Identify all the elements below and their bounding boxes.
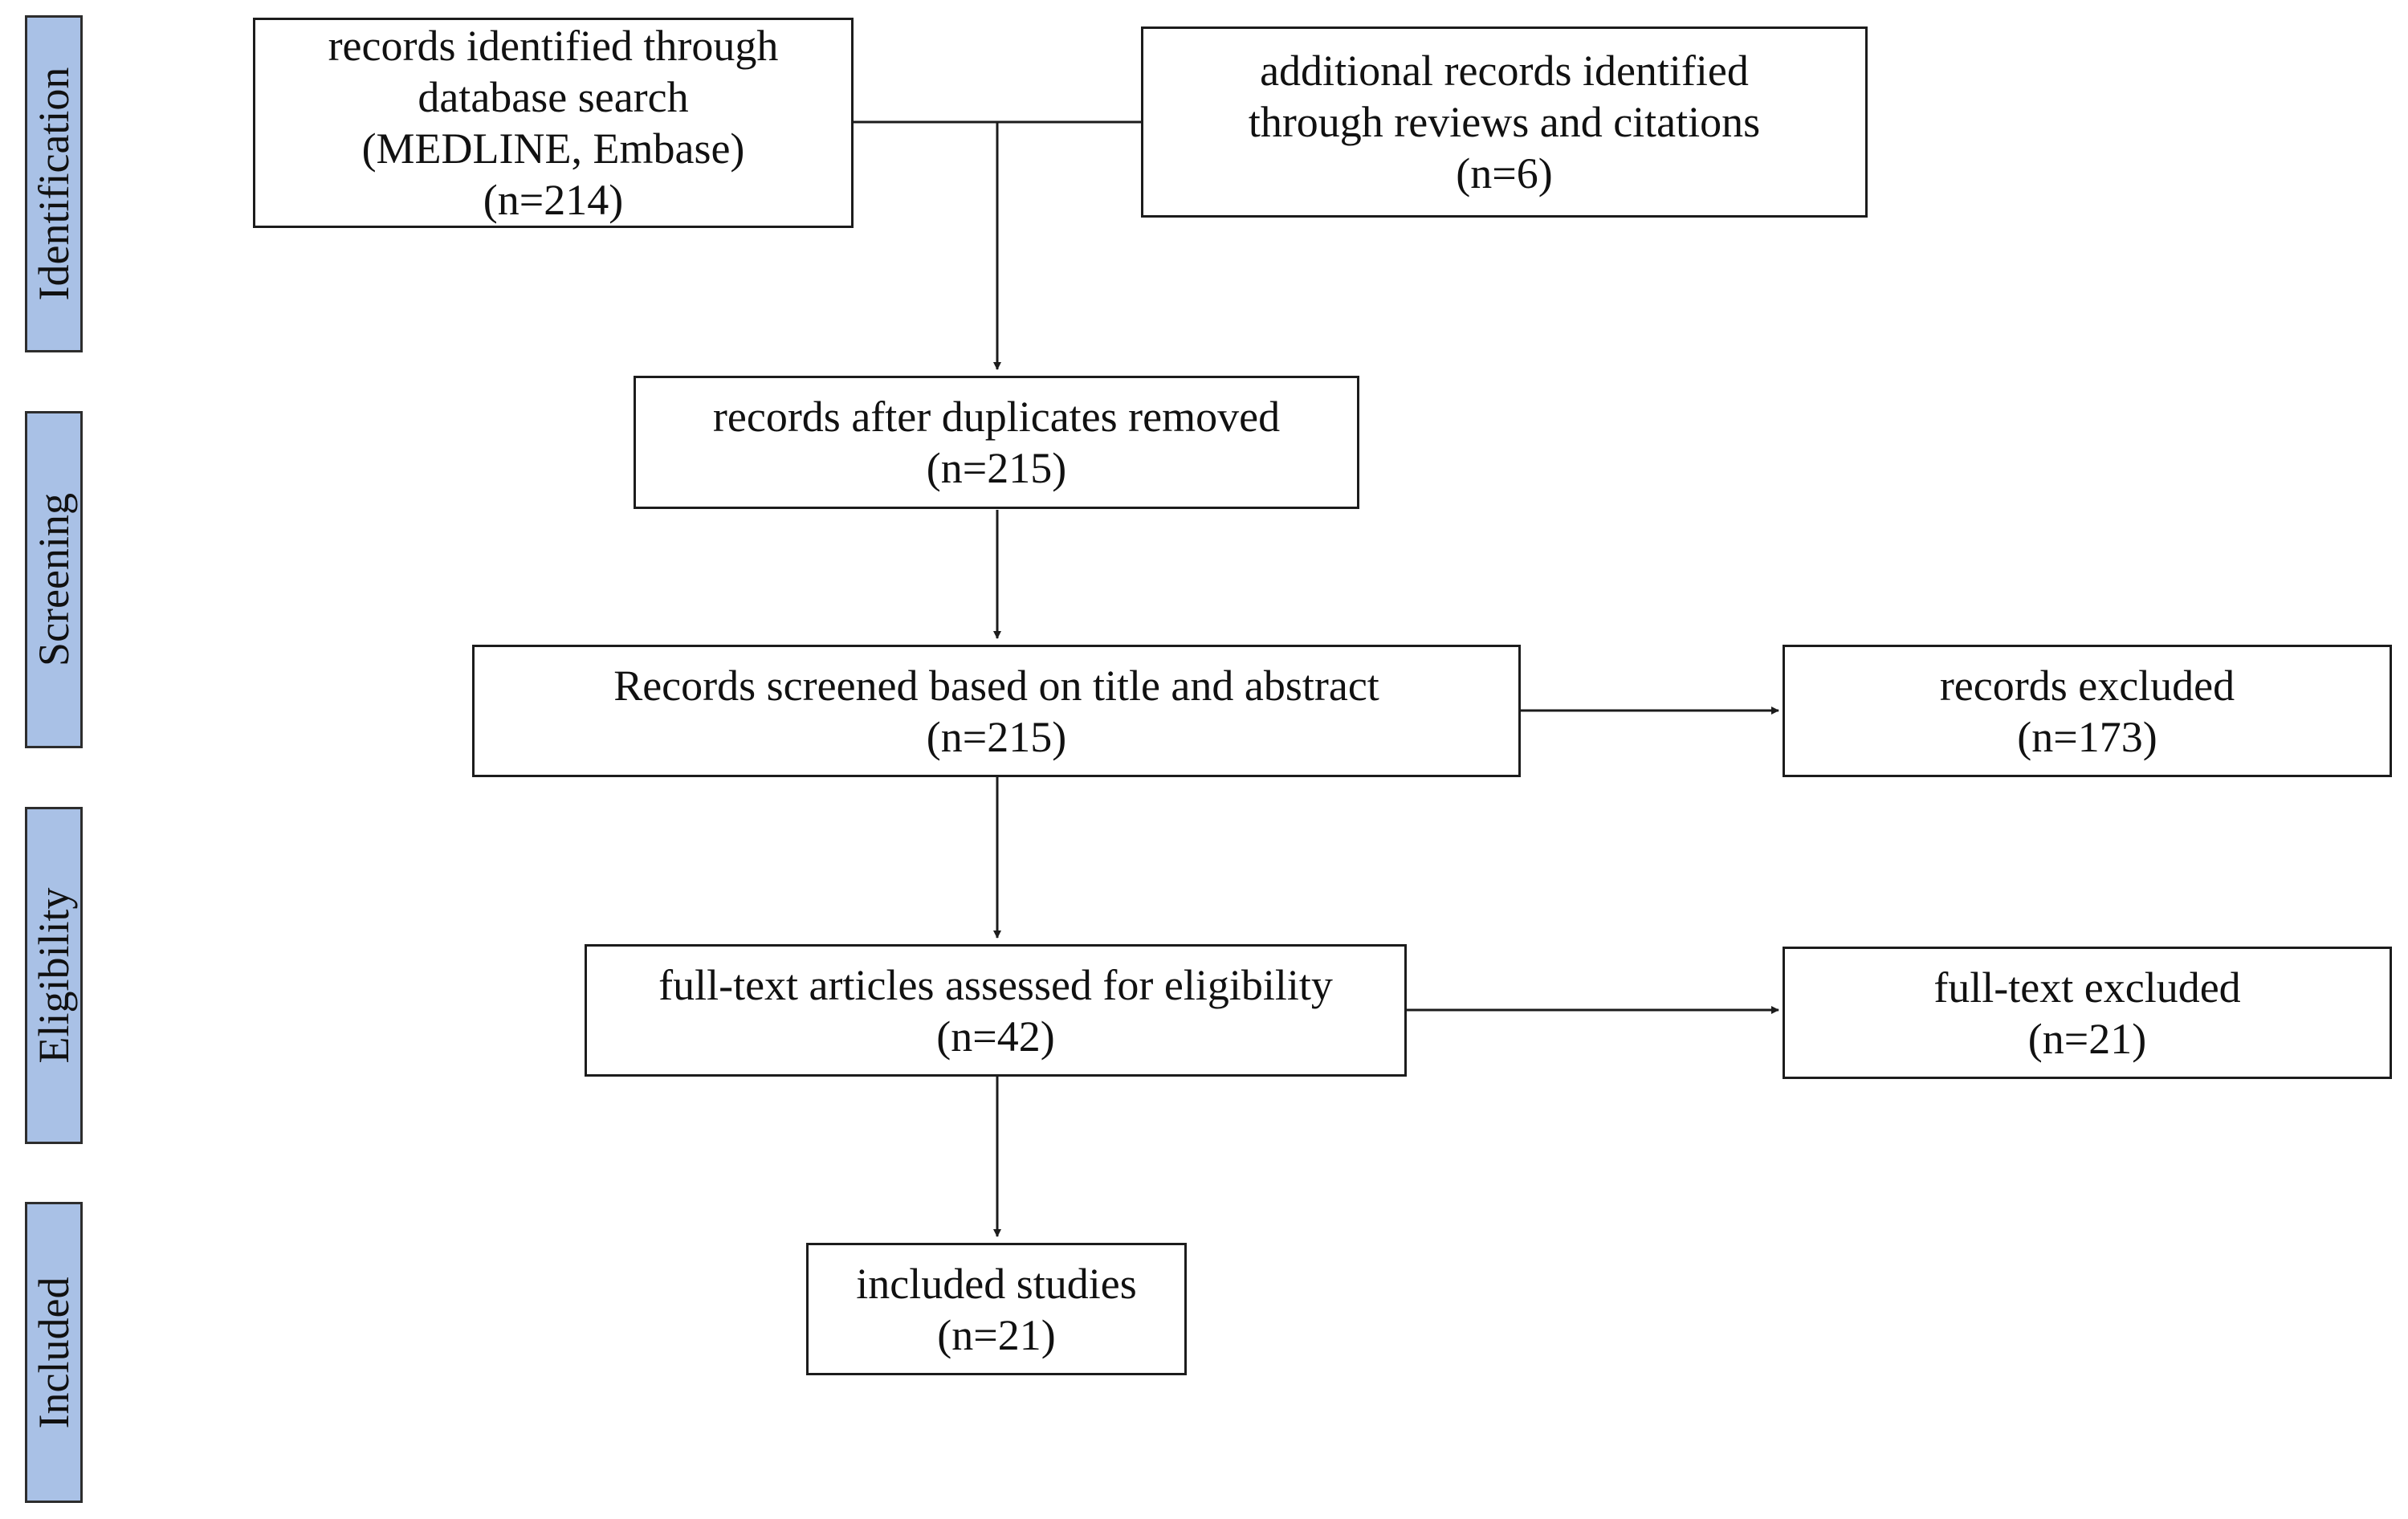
records-excluded-count: (n=173) — [2017, 712, 2157, 761]
box-additional-records: additional records identified through re… — [1141, 26, 1868, 218]
included-studies-count: (n=21) — [937, 1310, 1056, 1359]
fulltext-excluded-line1: full-text excluded — [1933, 963, 2241, 1012]
stage-identification: Identification — [25, 15, 83, 352]
stage-screening: Screening — [25, 411, 83, 748]
box-fulltext-excluded: full-text excluded (n=21) — [1783, 947, 2392, 1079]
additional-records-count: (n=6) — [1456, 149, 1553, 198]
database-search-line2: database search — [418, 73, 689, 121]
box-database-search: records identified through database sear… — [253, 18, 854, 228]
stage-included: Included — [25, 1202, 83, 1503]
records-excluded-line1: records excluded — [1939, 661, 2235, 710]
records-screened-line1: Records screened based on title and abst… — [613, 661, 1379, 710]
records-screened-count: (n=215) — [926, 712, 1067, 761]
database-search-count: (n=214) — [483, 176, 624, 224]
included-studies-line1: included studies — [856, 1259, 1137, 1308]
fulltext-excluded-count: (n=21) — [2027, 1014, 2147, 1063]
database-search-line3: (MEDLINE, Embase) — [361, 124, 745, 173]
duplicates-removed-count: (n=215) — [926, 444, 1067, 492]
fulltext-assessed-line1: full-text articles assessed for eligibil… — [658, 960, 1333, 1009]
stage-eligibility: Eligibility — [25, 807, 83, 1144]
duplicates-removed-line1: records after duplicates removed — [712, 393, 1281, 441]
box-fulltext-assessed: full-text articles assessed for eligibil… — [585, 944, 1407, 1077]
additional-records-line2: through reviews and citations — [1248, 98, 1761, 146]
fulltext-assessed-count: (n=42) — [936, 1012, 1055, 1061]
box-duplicates-removed: records after duplicates removed (n=215) — [634, 376, 1359, 509]
additional-records-line1: additional records identified — [1260, 47, 1749, 95]
database-search-line1: records identified through — [328, 22, 779, 70]
box-records-screened: Records screened based on title and abst… — [472, 645, 1521, 777]
box-included-studies: included studies (n=21) — [806, 1243, 1187, 1375]
box-records-excluded: records excluded (n=173) — [1783, 645, 2392, 777]
